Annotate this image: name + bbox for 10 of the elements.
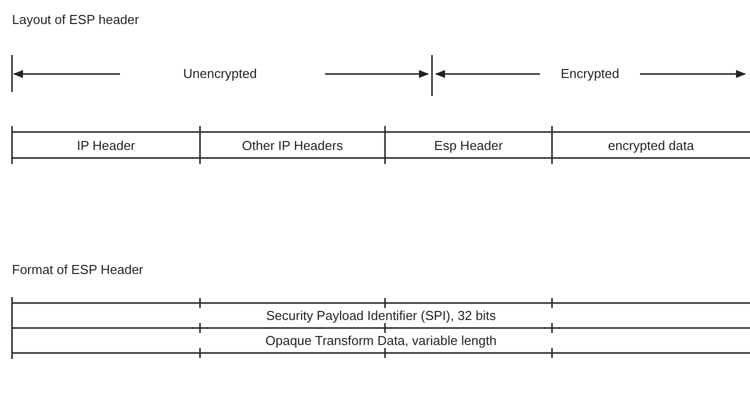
header-field: IP Header <box>12 132 200 158</box>
header-field: Esp Header <box>385 132 552 158</box>
section-heading: Format of ESP Header <box>12 262 144 277</box>
header-field: Security Payload Identifier (SPI), 32 bits <box>12 303 750 328</box>
header-field: Opaque Transform Data, variable length <box>12 328 750 353</box>
header-field: Other IP Headers <box>200 132 385 158</box>
span-label: Unencrypted <box>183 66 257 81</box>
section-heading: Layout of ESP header <box>12 12 139 27</box>
span-label: Encrypted <box>560 66 620 81</box>
header-field: encrypted data <box>552 132 750 158</box>
